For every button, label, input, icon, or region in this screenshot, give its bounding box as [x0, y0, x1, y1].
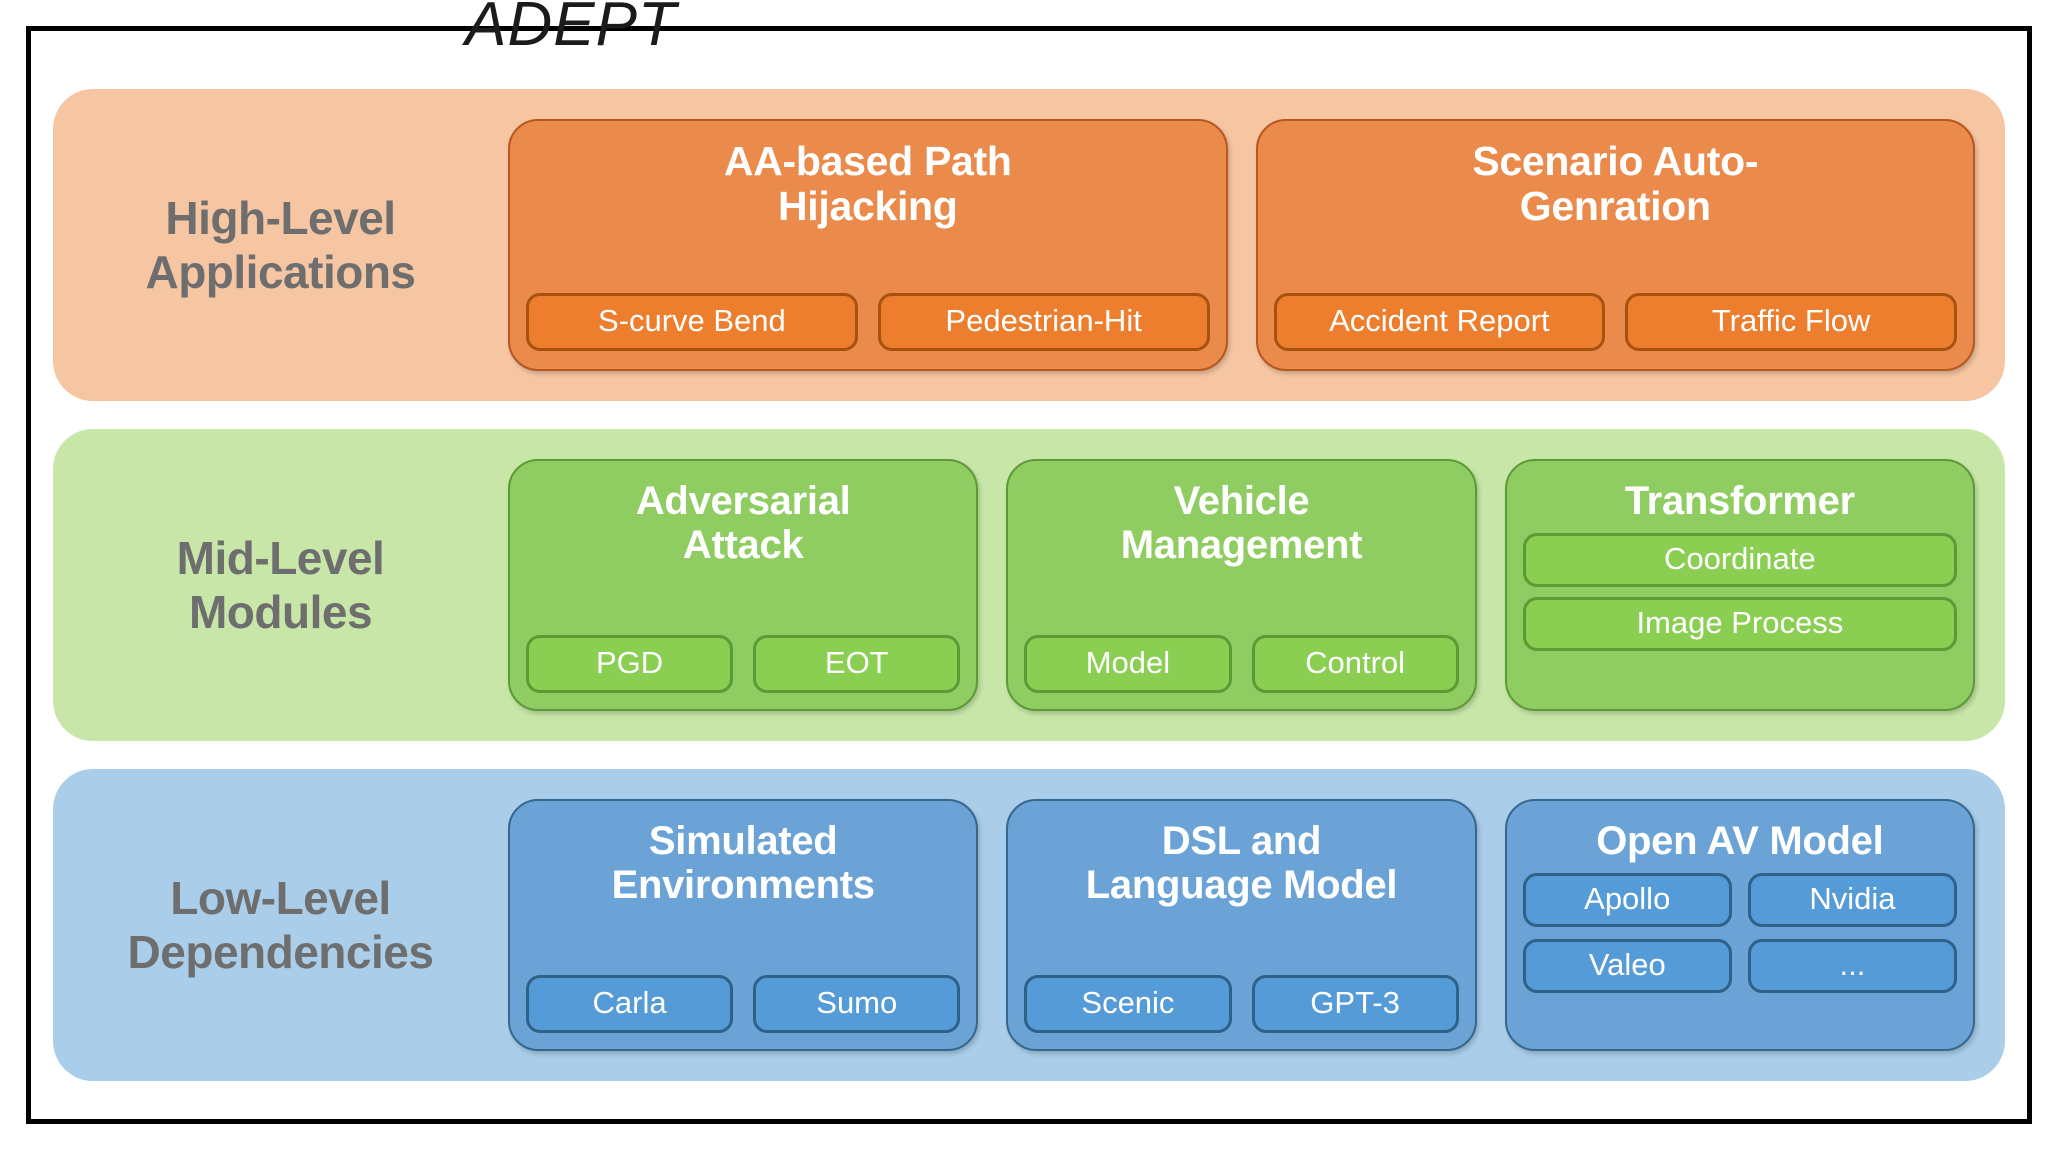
card-title-aa-based-path-hijacking: AA-based Path Hijacking: [724, 135, 1012, 229]
card-title-line-1: Simulated: [648, 819, 838, 863]
pill-valeo[interactable]: Valeo: [1522, 939, 1732, 993]
pill-row-scenario-auto-genration: Accident Report Traffic Flow: [1273, 293, 1957, 351]
card-adversarial-attack[interactable]: Adversarial Attack PGD EOT: [508, 459, 979, 711]
layer-label-line-1: High-Level: [165, 191, 396, 244]
layer-mid-level-modules: Mid-Level Modules Adversarial Attack PGD…: [53, 429, 2005, 741]
card-title-line-1: Open AV Model: [1596, 819, 1884, 863]
pill-gpt-3[interactable]: GPT-3: [1251, 975, 1459, 1033]
pill-nvidia[interactable]: Nvidia: [1747, 873, 1957, 927]
card-title-line-1: Adversarial: [635, 479, 851, 523]
pill-apollo[interactable]: Apollo: [1522, 873, 1732, 927]
card-title-line-1: DSL and: [1161, 819, 1322, 863]
layer-label-high-level: High-Level Applications: [53, 89, 508, 401]
pill-control[interactable]: Control: [1251, 635, 1459, 693]
pill-coordinate[interactable]: Coordinate: [1522, 533, 1957, 587]
cards-container-mid-level: Adversarial Attack PGD EOT Vehicle Manag…: [508, 429, 2005, 741]
pill-column-transformer: Coordinate Image Process: [1522, 533, 1957, 651]
card-title-line-1: Vehicle: [1173, 479, 1310, 523]
diagram-title: ADEPT: [465, 0, 677, 59]
pill-s-curve-bend[interactable]: S-curve Bend: [526, 293, 858, 351]
card-title-line-2: Language Model: [1085, 863, 1398, 907]
card-title-scenario-auto-genration: Scenario Auto- Genration: [1472, 135, 1758, 229]
pill-row-adversarial-attack: PGD EOT: [526, 635, 961, 693]
layer-label-low-level: Low-Level Dependencies: [53, 769, 508, 1081]
layer-label-line-2: Dependencies: [127, 926, 434, 978]
card-title-line-1: AA-based Path: [723, 138, 1012, 184]
card-open-av-model[interactable]: Open AV Model Apollo Nvidia Valeo ...: [1504, 799, 1975, 1051]
layer-high-level-applications: High-Level Applications AA-based Path Hi…: [53, 89, 2005, 401]
card-title-line-2: Environments: [611, 863, 875, 907]
pill-sumo[interactable]: Sumo: [753, 975, 961, 1033]
card-title-line-2: Genration: [1519, 183, 1711, 230]
card-title-line-2: Management: [1120, 523, 1363, 567]
card-title-simulated-environments: Simulated Environments: [612, 815, 875, 907]
pill-model[interactable]: Model: [1024, 635, 1232, 693]
pill-grid-open-av-model: Apollo Nvidia Valeo ...: [1522, 873, 1957, 993]
card-title-open-av-model: Open AV Model: [1596, 815, 1884, 863]
pill-scenic[interactable]: Scenic: [1024, 975, 1232, 1033]
card-vehicle-management[interactable]: Vehicle Management Model Control: [1006, 459, 1477, 711]
pill-image-process[interactable]: Image Process: [1522, 597, 1957, 651]
pill-pgd[interactable]: PGD: [526, 635, 734, 693]
title-notch: [351, 31, 791, 45]
layer-label-line-2: Modules: [188, 586, 373, 638]
card-aa-based-path-hijacking[interactable]: AA-based Path Hijacking S-curve Bend Ped…: [508, 119, 1228, 371]
pill-ellipsis[interactable]: ...: [1747, 939, 1957, 993]
pill-row-vehicle-management: Model Control: [1024, 635, 1459, 693]
layer-label-mid-level: Mid-Level Modules: [53, 429, 508, 741]
layer-low-level-dependencies: Low-Level Dependencies Simulated Environ…: [53, 769, 2005, 1081]
pill-traffic-flow[interactable]: Traffic Flow: [1625, 293, 1957, 351]
pill-accident-report[interactable]: Accident Report: [1273, 293, 1606, 351]
diagram-frame: High-Level Applications AA-based Path Hi…: [26, 0, 2032, 1124]
pill-pedestrian-hit[interactable]: Pedestrian-Hit: [877, 293, 1210, 351]
pill-carla[interactable]: Carla: [526, 975, 734, 1033]
layer-label-line-2: Applications: [145, 246, 416, 298]
layer-label-line-1: Mid-Level: [176, 531, 385, 584]
cards-container-low-level: Simulated Environments Carla Sumo DSL an…: [508, 769, 2005, 1081]
layer-label-line-1: Low-Level: [170, 871, 391, 924]
pill-row-simulated-environments: Carla Sumo: [526, 975, 961, 1033]
card-title-transformer: Transformer: [1625, 475, 1855, 523]
card-dsl-and-language-model[interactable]: DSL and Language Model Scenic GPT-3: [1006, 799, 1477, 1051]
card-title-vehicle-management: Vehicle Management: [1121, 475, 1363, 567]
cards-container-high-level: AA-based Path Hijacking S-curve Bend Ped…: [508, 89, 2005, 401]
card-title-line-1: Transformer: [1624, 479, 1855, 523]
pill-eot[interactable]: EOT: [753, 635, 961, 693]
card-title-line-2: Hijacking: [777, 183, 958, 230]
pill-row-dsl-and-language-model: Scenic GPT-3: [1024, 975, 1459, 1033]
card-simulated-environments[interactable]: Simulated Environments Carla Sumo: [508, 799, 979, 1051]
card-scenario-auto-genration[interactable]: Scenario Auto- Genration Accident Report…: [1255, 119, 1975, 371]
card-transformer[interactable]: Transformer Coordinate Image Process: [1504, 459, 1975, 711]
card-title-dsl-and-language-model: DSL and Language Model: [1085, 815, 1398, 907]
card-title-line-1: Scenario Auto-: [1472, 138, 1759, 184]
card-title-adversarial-attack: Adversarial Attack: [636, 475, 851, 567]
pill-row-aa-based-path-hijacking: S-curve Bend Pedestrian-Hit: [526, 293, 1210, 351]
card-title-line-2: Attack: [682, 523, 804, 567]
